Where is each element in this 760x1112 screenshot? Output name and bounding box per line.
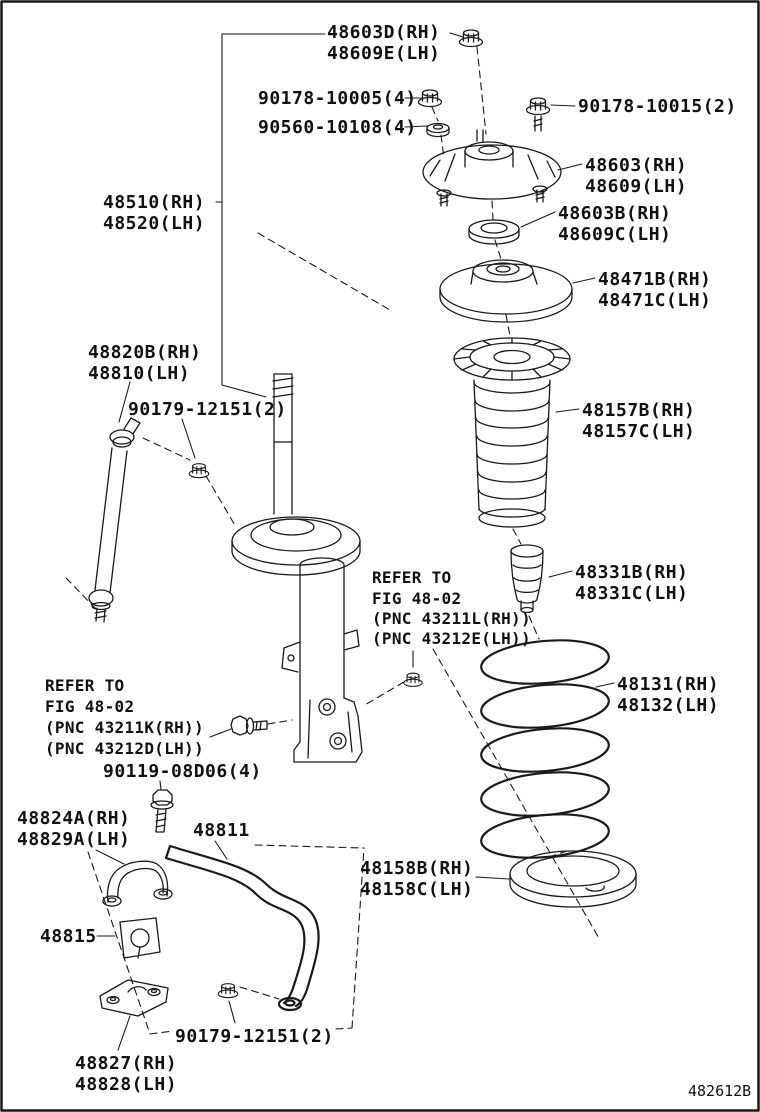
bolt-90119-08d06-drawing <box>150 789 174 833</box>
refer-note-left-line2: FIG 48-02 <box>45 697 134 716</box>
dust-boot-48157b-drawing <box>453 337 571 528</box>
label-48331c: 48331C(LH) <box>575 583 688 604</box>
nut-90179-12151-lower-drawing <box>217 983 239 999</box>
drawing-number: 482612B <box>688 1082 751 1100</box>
stabilizer-link-48820b-drawing <box>88 417 141 623</box>
label-48829a: 48829A(LH) <box>17 829 130 850</box>
washer-90560-10108-drawing <box>426 122 450 138</box>
leader-lines <box>95 32 615 1051</box>
label-48157b: 48157B(RH) <box>582 400 695 421</box>
shock-absorber-48510-drawing <box>231 373 363 763</box>
knuckle-bolt-drawing <box>230 715 268 736</box>
refer-note-mid-line3: (PNC 43211L(RH)) <box>372 609 531 628</box>
label-48609c: 48609C(LH) <box>558 224 671 245</box>
refer-note-mid-line2: FIG 48-02 <box>372 589 461 608</box>
label-48828: 48828(LH) <box>75 1074 177 1095</box>
bracket-48824a-drawing <box>102 860 173 907</box>
lower-spring-seat-48158b-drawing <box>509 850 637 908</box>
label-90119-08d06: 90119-08D06(4) <box>103 761 262 782</box>
label-48827: 48827(RH) <box>75 1053 177 1074</box>
label-48131: 48131(RH) <box>617 674 719 695</box>
label-48510: 48510(RH) <box>103 192 205 213</box>
suspension-support-48603-drawing <box>422 115 562 207</box>
label-90179-12151-lower: 90179-12151(2) <box>175 1026 334 1047</box>
bracket-48827-drawing <box>99 979 169 1017</box>
label-48158b: 48158B(RH) <box>360 858 473 879</box>
bearing-48603b-drawing <box>468 219 520 245</box>
label-48520: 48520(LH) <box>103 213 205 234</box>
refer-note-mid-line1: REFER TO <box>372 568 451 587</box>
label-48609: 48609(LH) <box>585 176 687 197</box>
label-48824a: 48824A(RH) <box>17 808 130 829</box>
nut-90178-10005-drawing <box>417 89 443 108</box>
bushing-48815-drawing <box>119 917 161 959</box>
refer-note-left-line3: (PNC 43211K(RH)) <box>45 718 204 737</box>
label-48811: 48811 <box>193 820 250 841</box>
label-48603b: 48603B(RH) <box>558 203 671 224</box>
nut-90178-10015-drawing <box>525 97 551 116</box>
refer-note-mid-line4: (PNC 43212E(LH)) <box>372 629 531 648</box>
label-48603d: 48603D(RH) <box>327 22 440 43</box>
refer-note-left-line4: (PNC 43212D(LH)) <box>45 739 204 758</box>
label-90178-10005: 90178-10005(4) <box>258 88 417 109</box>
label-48603: 48603(RH) <box>585 155 687 176</box>
label-48158c: 48158C(LH) <box>360 879 473 900</box>
label-90178-10015: 90178-10015(2) <box>578 96 737 117</box>
assembly-dashed-lines <box>65 46 601 1035</box>
label-48331b: 48331B(RH) <box>575 562 688 583</box>
label-48810: 48810(LH) <box>88 363 190 384</box>
label-48471b: 48471B(RH) <box>598 269 711 290</box>
label-90560-10108: 90560-10108(4) <box>258 117 417 138</box>
upper-spring-seat-48471b-drawing <box>439 259 573 323</box>
label-48132: 48132(LH) <box>617 695 719 716</box>
label-48609e: 48609E(LH) <box>327 43 440 64</box>
refer-note-left-line1: REFER TO <box>45 676 124 695</box>
label-90179-12151-upper: 90179-12151(2) <box>128 399 287 420</box>
stabilizer-bar-48811-drawing <box>164 844 320 1012</box>
label-48157c: 48157C(LH) <box>582 421 695 442</box>
coil-spring-48131-drawing <box>480 639 610 859</box>
flange-nut-48603d-drawing <box>458 29 484 48</box>
bump-stop-48331b-drawing <box>510 544 544 614</box>
nut-43211l-drawing <box>403 672 423 687</box>
label-48815: 48815 <box>40 926 97 947</box>
label-48471c: 48471C(LH) <box>598 290 711 311</box>
label-48820b: 48820B(RH) <box>88 342 201 363</box>
